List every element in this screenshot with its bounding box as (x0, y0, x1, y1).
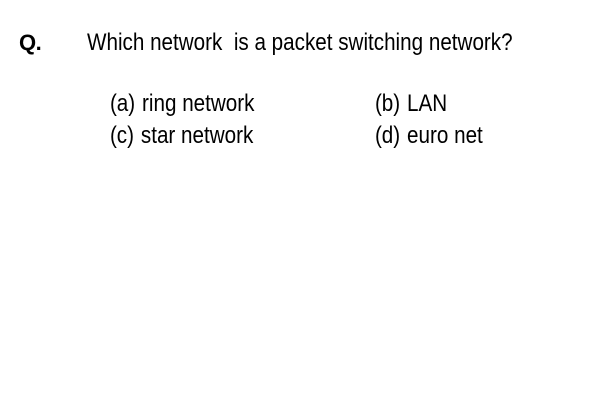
question-marker: Q. (19, 30, 42, 55)
question-text: Which network is a packet switching netw… (87, 29, 513, 56)
option-text: LAN (407, 90, 448, 117)
option-c: (c)star network (87, 94, 253, 178)
option-b: (b)LAN (352, 62, 447, 146)
option-letter: (b) (374, 90, 401, 117)
option-letter: (a) (109, 90, 136, 117)
option-text: star network (140, 122, 254, 149)
option-letter: (d) (374, 122, 401, 149)
option-letter: (c) (109, 122, 135, 149)
option-a: (a)ring network (87, 62, 255, 146)
option-text: euro net (407, 122, 483, 149)
option-d: (d)euro net (352, 94, 483, 178)
option-text: ring network (142, 90, 255, 117)
